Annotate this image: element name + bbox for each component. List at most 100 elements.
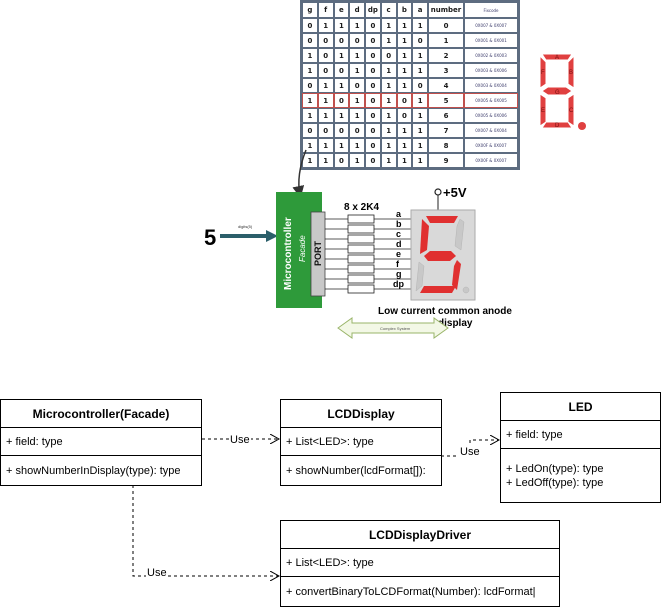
header-cell: f [318, 3, 333, 17]
bit-cell: 1 [397, 49, 412, 62]
class-fields: + field: type [501, 421, 660, 449]
class-methods: + convertBinaryToLCDFormat(Number): lcdF… [281, 577, 559, 606]
code-cell: 0X003 & 0X006 [465, 64, 517, 77]
class-fields: + List<LED>: type [281, 428, 441, 456]
bit-cell: 1 [397, 19, 412, 32]
pin-label-g: g [396, 269, 402, 279]
resistor [347, 224, 375, 234]
bit-cell: 0 [334, 64, 349, 77]
bit-cell: 0 [303, 19, 317, 32]
bit-cell: 0 [365, 93, 381, 108]
bit-cell: 1 [413, 139, 427, 152]
resistor [347, 284, 375, 294]
bit-cell: 1 [381, 79, 396, 92]
bit-cell: 1 [412, 93, 428, 108]
bit-cell: 1 [318, 154, 333, 167]
resistor-label: 8 x 2K4 [344, 202, 379, 213]
bit-cell: 0 [366, 64, 380, 77]
bit-cell: 0 [366, 139, 380, 152]
pin-label-a: a [396, 209, 402, 219]
field: + List<LED>: type [286, 556, 374, 569]
resistor [347, 274, 375, 284]
bit-cell: 1 [303, 154, 317, 167]
header-cell: number [429, 3, 463, 17]
bit-cell: 0 [303, 34, 317, 47]
number-cell: 4 [429, 79, 463, 92]
display-seg-a [426, 216, 458, 223]
mcu-subtitle: Facade [298, 235, 307, 262]
class-led[interactable]: LED + field: type + LedOn(type): type + … [500, 392, 661, 503]
resistor [347, 244, 375, 254]
bit-cell: 1 [349, 93, 365, 108]
code-cell: 0X00F & 0X007 [465, 154, 517, 167]
bit-cell: 1 [334, 19, 349, 32]
number-cell: 2 [429, 49, 463, 62]
class-lcd-display[interactable]: LCDDisplay + List<LED>: type + showNumbe… [280, 399, 442, 486]
method: + showNumber(lcdFormat[]): [286, 464, 426, 477]
resistor [347, 254, 375, 264]
code-cell: 0X003 & 0X004 [465, 79, 517, 92]
bit-cell: 0 [366, 79, 380, 92]
bit-cell: 0 [318, 34, 333, 47]
bit-cell: 1 [380, 93, 397, 108]
port-block [310, 211, 326, 297]
class-lcd-display-driver[interactable]: LCDDisplayDriver + List<LED>: type + con… [280, 520, 560, 607]
seg-letter-c: C [569, 108, 574, 114]
bit-cell: 1 [334, 79, 349, 92]
input-arrow-head [266, 230, 278, 242]
bit-cell: 1 [334, 49, 349, 62]
complex-system-arrow [337, 317, 449, 339]
use-connector-mcu-driver [132, 485, 279, 576]
use-label-lcd-led: Use [459, 446, 481, 458]
bit-cell: 1 [413, 49, 427, 62]
display-caption-line2: display [438, 318, 473, 329]
bit-cell: 0 [350, 124, 364, 137]
number-cell: 0 [429, 19, 463, 32]
pin-label-dp: dp [393, 279, 404, 289]
class-microcontroller-facade[interactable]: Microcontroller(Facade) + field: type + … [0, 399, 202, 486]
bit-cell: 1 [413, 19, 427, 32]
bit-cell: 1 [350, 19, 364, 32]
bit-cell: 0 [303, 124, 317, 137]
field: + List<LED>: type [286, 435, 374, 448]
bit-cell: 0 [413, 79, 427, 92]
bit-cell: 1 [303, 49, 317, 62]
bit-cell: 1 [350, 109, 364, 122]
display-dp [462, 286, 470, 294]
code-cell: 0X002 & 0X003 [465, 49, 517, 62]
bit-cell: 1 [413, 154, 427, 167]
bit-cell: 0 [334, 154, 349, 167]
bit-cell: 0 [350, 34, 364, 47]
bit-cell: 0 [413, 34, 427, 47]
seg-letter-d: D [555, 123, 560, 129]
method: + showNumberInDisplay(type): type [6, 464, 181, 477]
pin-label-d: d [396, 239, 402, 249]
header-cell: dp [366, 3, 380, 17]
header-cell: a [413, 3, 427, 17]
class-fields: + List<LED>: type [281, 549, 559, 577]
bit-cell: 1 [413, 64, 427, 77]
bit-cell: 1 [381, 154, 396, 167]
bit-cell: 1 [318, 139, 333, 152]
seg-letter-a: A [555, 55, 559, 61]
bit-cell: 1 [350, 154, 364, 167]
bit-cell: 1 [381, 124, 396, 137]
resistor [347, 214, 375, 224]
number-cell: 6 [429, 109, 463, 122]
number-cell: 8 [429, 139, 463, 152]
bit-cell: 1 [413, 124, 427, 137]
code-cell: 0X007 & 0X007 [465, 19, 517, 32]
bit-cell: 0 [333, 93, 350, 108]
bit-cell: 0 [350, 79, 364, 92]
bit-cell: 1 [334, 109, 349, 122]
bit-cell: 0 [318, 49, 333, 62]
bit-cell: 0 [396, 93, 413, 108]
bit-cell: 1 [303, 64, 317, 77]
bit-cell: 0 [366, 19, 380, 32]
bit-cell: 1 [381, 19, 396, 32]
number-cell: 7 [429, 124, 463, 137]
